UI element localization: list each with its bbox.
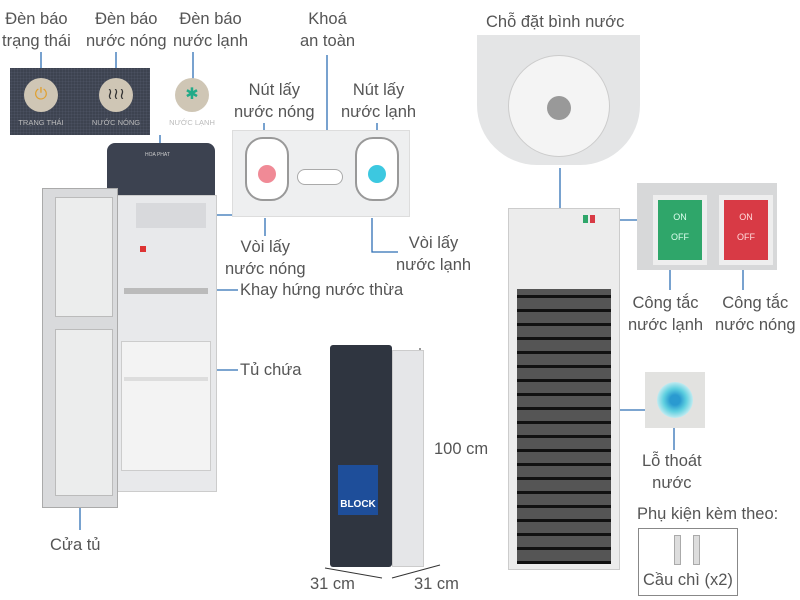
drain-plug [657,382,693,418]
hot-switch: ON OFF [719,195,773,265]
power-icon: ⏻ [24,78,58,112]
label-hot-tap: Vòi lấy nước nóng [225,236,306,280]
label-line: Khoá [308,10,347,28]
drain-closeup [645,372,705,428]
safety-lock [297,169,343,185]
label-hot-light: Đèn báo nước nóng [86,8,167,52]
label-width: 31 cm [310,575,355,593]
label-line: nước lạnh [628,316,704,334]
panel-cold-text: NƯỚC LẠNH [169,118,215,127]
bottle-seat-valve [547,96,571,120]
label-cabinet-door: Cửa tủ [50,536,101,554]
hot-button [245,137,289,201]
label-line: nước lạnh [341,103,417,121]
snowflake-icon: ✱ [175,78,209,112]
label-line: Đèn báo [95,10,158,28]
panel-status-text: TRẠNG THÁI [18,118,64,127]
dispenser-body [115,195,217,492]
fuse-icon [674,535,681,565]
dispenser-black-side [392,350,424,567]
cabinet-shelf [124,377,208,381]
brand-logo: HOA PHAT [145,152,170,158]
label-drain: Lỗ thoát nước [642,450,702,494]
switch-on-text: ON [673,212,687,222]
label-line: Đèn báo [5,10,68,28]
label-line: Nút lấy [352,81,405,99]
label-cold-tap: Vòi lấy nước lạnh [396,232,471,276]
dispenser-head: HOA PHAT [107,143,215,195]
label-line: Nút lấy [248,81,300,99]
cold-button [355,137,399,201]
label-line: Công tắc [722,294,789,312]
cabinet [121,341,211,471]
label-hot-switch: Công tắc nước nóng [715,292,796,336]
label-cabinet: Tủ chứa [240,361,302,379]
door-panel-upper [55,197,113,317]
label-line: nước nóng [86,32,167,50]
label-bottle-seat: Chỗ đặt bình nước [486,13,625,31]
switches-closeup: ON OFF ON OFF [637,183,777,270]
label-cold-button: Nút lấy nước lạnh [341,79,416,123]
product-badge: BLOCK [338,465,378,515]
control-panel-closeup: ⏻ ≀≀≀ ✱ TRẠNG THÁI NƯỚC NÓNG NƯỚC LẠNH [10,68,215,135]
label-line: Công tắc [632,294,699,312]
cold-button-icon [368,165,386,183]
cabinet-door[interactable] [42,188,118,508]
label-drip-tray: Khay hứng nước thừa [240,281,404,299]
steam-icon: ≀≀≀ [99,78,133,112]
warning-sticker [140,246,146,252]
label-line: an toàn [300,32,356,50]
dispenser-black-front: BLOCK [330,345,392,567]
bottle-seat [508,55,610,157]
fuse-icon [693,535,700,565]
fuse-box: Cầu chì (x2) [638,528,738,596]
label-fuse: Cầu chì (x2) [643,571,733,589]
label-depth: 31 cm [414,575,459,593]
label-line: nước lạnh [173,32,249,50]
panel-hot-text: NƯỚC NÓNG [91,118,141,127]
label-hot-button: Nút lấy nước nóng [234,79,315,123]
hot-switch-small [590,215,595,223]
cold-switch-small [583,215,588,223]
hot-button-icon [258,165,276,183]
switch-on-text: ON [739,212,753,222]
cold-switch: ON OFF [653,195,707,265]
label-line: Vòi lấy [240,238,291,256]
drip-tray [124,288,208,294]
label-line: trạng thái [2,32,71,50]
label-accessories: Phụ kiện kèm theo: [637,505,779,523]
label-line: Lỗ thoát [642,452,702,470]
tap-panel [136,203,206,228]
label-line: Vòi lấy [408,234,459,252]
condenser-coil [517,289,611,564]
label-safety-lock: Khoá an toàn [300,8,355,52]
door-panel-lower [55,329,113,496]
label-cold-light: Đèn báo nước lạnh [173,8,248,52]
dispenser-back [508,208,620,570]
tap-closeup [232,130,410,217]
label-line: nước nóng [234,103,315,121]
switch-off-text: OFF [671,232,689,242]
label-line: nước lạnh [396,256,472,274]
label-status-light: Đèn báo trạng thái [2,8,71,52]
label-cold-switch: Công tắc nước lạnh [628,292,703,336]
label-height: 100 cm [434,440,489,458]
label-line: nước nóng [715,316,796,334]
bottle-seat-closeup [477,35,640,165]
label-line: Đèn báo [179,10,242,28]
switch-off-text: OFF [737,232,755,242]
label-line: nước [652,474,692,492]
label-line: nước nóng [225,260,306,278]
